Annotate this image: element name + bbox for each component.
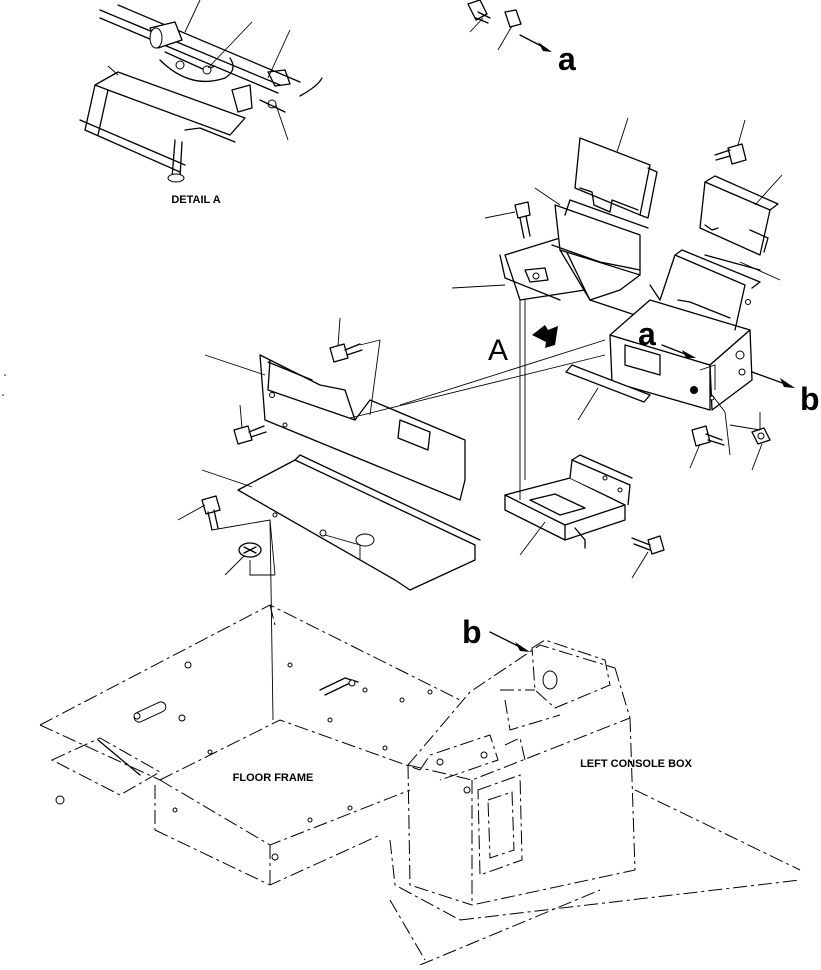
bracket-assembly [451,117,795,471]
ref-a-top: a [558,41,576,77]
cover-panel-assembly [177,317,481,591]
detail-a-label: DETAIL A [171,194,220,206]
detail-a-inset [79,0,323,183]
top-bolt-nut-group [467,0,552,52]
alignment-lines [211,300,761,721]
left-console-box [407,631,636,906]
ref-b-right: b [800,381,820,417]
floor-frame-label: FLOOR FRAME [233,772,314,784]
lower-bracket [504,454,665,579]
ref-b-console: b [462,614,482,650]
ref-a-box: a [638,316,656,352]
view-a-label: A [488,334,508,367]
left-console-box-label: LEFT CONSOLE BOX [580,758,693,770]
floor-frame [39,604,801,966]
